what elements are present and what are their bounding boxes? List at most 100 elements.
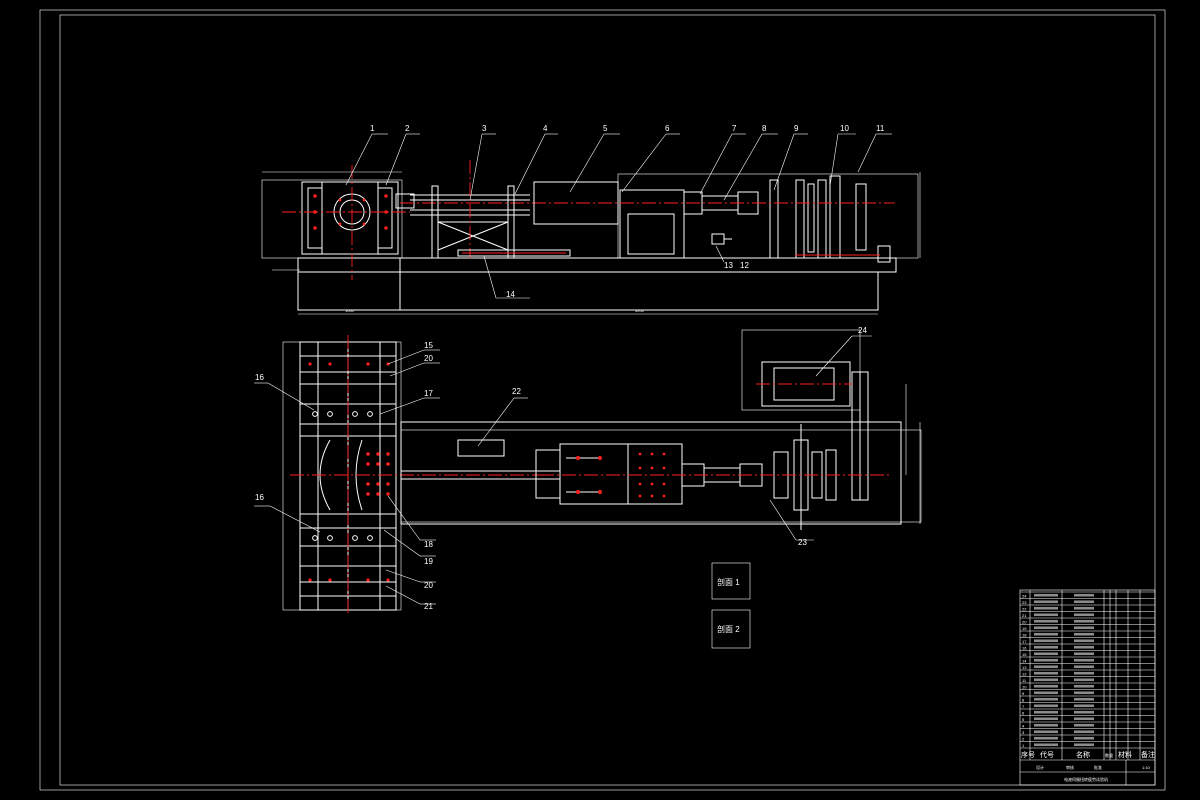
title-block-name-cell: [1074, 619, 1094, 623]
callout-21: 21: [424, 602, 433, 611]
title-block-name-cell: [1074, 600, 1094, 604]
title-block-code-cell: [1034, 671, 1058, 675]
title-block-code-cell: [1034, 613, 1058, 617]
title-block-name-cell: [1074, 652, 1094, 656]
title-block-code-cell: [1034, 717, 1058, 721]
callout-14: 14: [506, 290, 515, 299]
callout-13: 13: [724, 261, 733, 270]
tb-header-no: 序号: [1021, 750, 1035, 759]
title-block-part-no: 14: [1022, 658, 1027, 663]
title-block-code-cell: [1034, 645, 1058, 649]
side-view: 1000 3200: [261, 160, 921, 315]
tb-drawing-name: 电液伺服扭转疲劳试验机: [1064, 776, 1108, 782]
plan-callouts: 15 20 17 16 22 24 16 18 19 20 21 23: [254, 326, 872, 611]
title-block-name-cell: [1074, 613, 1094, 617]
callout-16a: 16: [255, 373, 264, 382]
title-block-part-no: 7: [1022, 704, 1025, 709]
side-callouts: 1 2 3 4 5 6 7 8 9 10 11 12 13 14: [345, 124, 892, 299]
title-block-part-no: 16: [1022, 645, 1027, 650]
title-block-code-cell: [1034, 665, 1058, 669]
title-block-name-cell: [1074, 730, 1094, 734]
title-block-code-cell: [1034, 730, 1058, 734]
title-block-code-cell: [1034, 691, 1058, 695]
section-boxes: 剖面 1 剖面 2: [711, 562, 751, 649]
title-block-part-no: 13: [1022, 665, 1027, 670]
callout-20a: 20: [424, 354, 433, 363]
title-block-part-no: 6: [1022, 710, 1025, 715]
title-block-name-cell: [1074, 697, 1094, 701]
callout-22: 22: [512, 387, 521, 396]
title-block-name-cell: [1074, 743, 1094, 747]
title-block-part-no: 10: [1022, 684, 1027, 689]
tb-header-name: 名称: [1076, 750, 1090, 759]
title-block-part-no: 17: [1022, 639, 1027, 644]
title-block-name-cell: [1074, 639, 1094, 643]
tb-drawn: 设计: [1036, 764, 1044, 770]
tb-header-code: 代号: [1040, 750, 1054, 759]
callout-23: 23: [798, 538, 807, 547]
title-block-name-cell: [1074, 723, 1094, 727]
title-block-part-no: 15: [1022, 652, 1027, 657]
title-block-part-no: 24: [1022, 593, 1027, 598]
title-block-part-no: 11: [1022, 678, 1027, 683]
callout-19: 19: [424, 557, 433, 566]
title-block-name-cell: [1074, 704, 1094, 708]
tb-scale: 1:10: [1142, 765, 1151, 770]
callout-9: 9: [794, 124, 799, 133]
section-1: 剖面 1: [717, 577, 740, 587]
title-block-code-cell: [1034, 678, 1058, 682]
title-block-code-cell: [1034, 658, 1058, 662]
tb-checked: 审核: [1066, 764, 1074, 770]
callout-4: 4: [543, 124, 548, 133]
title-block-part-no: 22: [1022, 606, 1027, 611]
title-block-name-cell: [1074, 593, 1094, 597]
tb-header-notes: 备注: [1141, 750, 1155, 759]
callout-17: 17: [424, 389, 433, 398]
title-block-code-cell: [1034, 632, 1058, 636]
callout-6: 6: [665, 124, 670, 133]
title-block-part-no: 21: [1022, 613, 1027, 618]
title-block-name-cell: [1074, 736, 1094, 740]
callout-8: 8: [762, 124, 767, 133]
title-block-part-no: 23: [1022, 600, 1027, 605]
title-block-name-cell: [1074, 717, 1094, 721]
section-2: 剖面 2: [717, 624, 740, 634]
title-block-part-no: 18: [1022, 632, 1027, 637]
tb-approved: 批准: [1094, 764, 1102, 770]
callout-3: 3: [482, 124, 487, 133]
title-block-name-cell: [1074, 632, 1094, 636]
callout-5: 5: [603, 124, 608, 133]
title-block-code-cell: [1034, 626, 1058, 630]
title-block-name-cell: [1074, 710, 1094, 714]
tb-header-material: 材料: [1118, 750, 1132, 759]
svg-text:1000: 1000: [345, 308, 355, 313]
plan-view: [282, 329, 922, 615]
title-block-part-no: 3: [1022, 730, 1025, 735]
title-block-part-no: 9: [1022, 691, 1025, 696]
svg-text:3200: 3200: [635, 308, 645, 313]
inner-frame: [59, 14, 1156, 786]
title-block-code-cell: [1034, 639, 1058, 643]
title-block-part-no: 12: [1022, 671, 1027, 676]
title-block-name-cell: [1074, 671, 1094, 675]
callout-10: 10: [840, 124, 849, 133]
callout-24: 24: [858, 326, 867, 335]
title-block: 242322212019181716151413121110987654321 …: [1019, 589, 1156, 786]
title-block-part-no: 20: [1022, 619, 1027, 624]
title-block-name-cell: [1074, 658, 1094, 662]
title-block-name-cell: [1074, 645, 1094, 649]
title-block-part-no: 5: [1022, 717, 1025, 722]
callout-16b: 16: [255, 493, 264, 502]
tb-header-qty: 数量: [1105, 752, 1113, 758]
title-block-part-no: 2: [1022, 736, 1025, 741]
title-block-code-cell: [1034, 619, 1058, 623]
callout-1: 1: [370, 124, 375, 133]
title-block-name-cell: [1074, 626, 1094, 630]
title-block-part-no: 19: [1022, 626, 1027, 631]
title-block-code-cell: [1034, 600, 1058, 604]
title-block-part-no: 8: [1022, 697, 1025, 702]
callout-11: 11: [876, 124, 885, 133]
title-block-code-cell: [1034, 736, 1058, 740]
